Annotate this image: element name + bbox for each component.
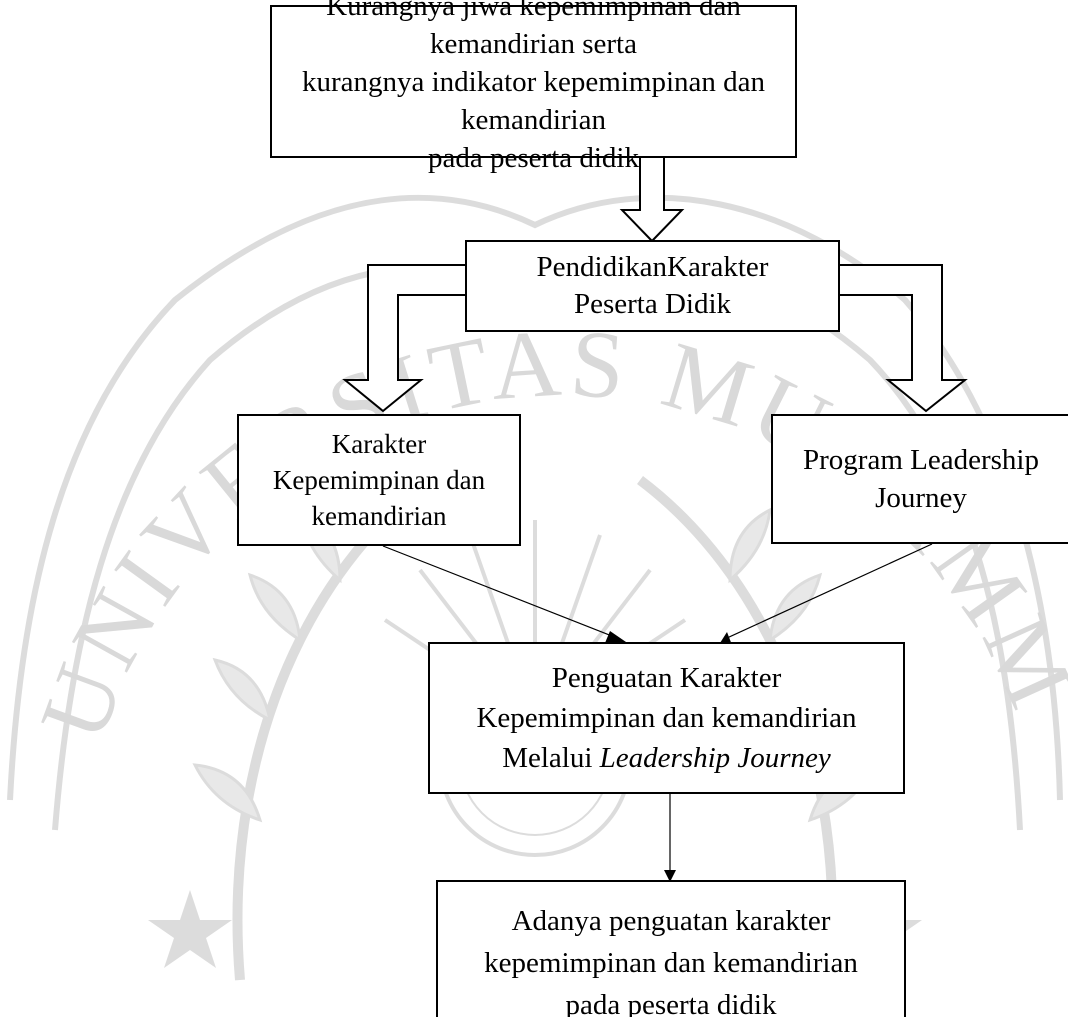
leadership-character-box: Karakter Kepemimpinan dan kemandirian	[237, 414, 521, 546]
thin-arrow-right-to-center	[726, 543, 933, 639]
arrowhead-left-to-center	[605, 631, 626, 643]
left-star-icon	[148, 890, 232, 968]
strengthening-line-3: Melalui Leadership Journey	[476, 738, 856, 778]
program-line-1: Program Leadership	[803, 444, 1039, 476]
character-line-3: kemandirian	[311, 501, 447, 531]
character-education-box: PendidikanKarakter Peserta Didik	[465, 240, 840, 332]
problem-line-2: kurangnya indikator kepemimpinan dan kem…	[301, 65, 766, 136]
result-line-2: kepemimpinan dan kemandirian	[484, 947, 858, 979]
leadership-journey-program-box: Program Leadership Journey	[771, 414, 1068, 544]
education-line-2: Peserta Didik	[573, 288, 732, 320]
character-line-2: Kepemimpinan dan	[272, 465, 486, 495]
strengthening-line-1: Penguatan Karakter	[551, 662, 782, 694]
block-arrow-left-branch	[342, 264, 465, 413]
problem-line-1: Kurangnya jiwa kepemimpinan dan kemandir…	[326, 0, 741, 60]
result-line-1: Adanya penguatan karakter	[511, 905, 831, 937]
arrowhead-down-to-result	[664, 870, 676, 882]
strengthening-line-2: Kepemimpinan dan kemandirian	[476, 702, 857, 734]
strengthening-box: Penguatan Karakter Kepemimpinan dan kema…	[428, 642, 905, 794]
strengthening-line-3-italic: Leadership Journey	[599, 742, 831, 774]
character-line-1: Karakter	[331, 429, 427, 459]
block-arrow-right-branch	[840, 264, 968, 413]
education-line-1: PendidikanKarakter	[536, 251, 769, 283]
problem-line-3: pada peserta didik	[428, 141, 639, 174]
result-box: Adanya penguatan karakter kepemimpinan d…	[436, 880, 906, 1017]
strengthening-line-3-prefix: Melalui	[502, 742, 600, 774]
program-line-2: Journey	[875, 482, 967, 514]
thin-arrow-left-to-center	[382, 545, 618, 639]
result-line-3: pada peserta didik	[565, 989, 777, 1017]
problem-box: Kurangnya jiwa kepemimpinan dan kemandir…	[270, 0, 797, 174]
arrowhead-right-to-center	[720, 632, 732, 645]
